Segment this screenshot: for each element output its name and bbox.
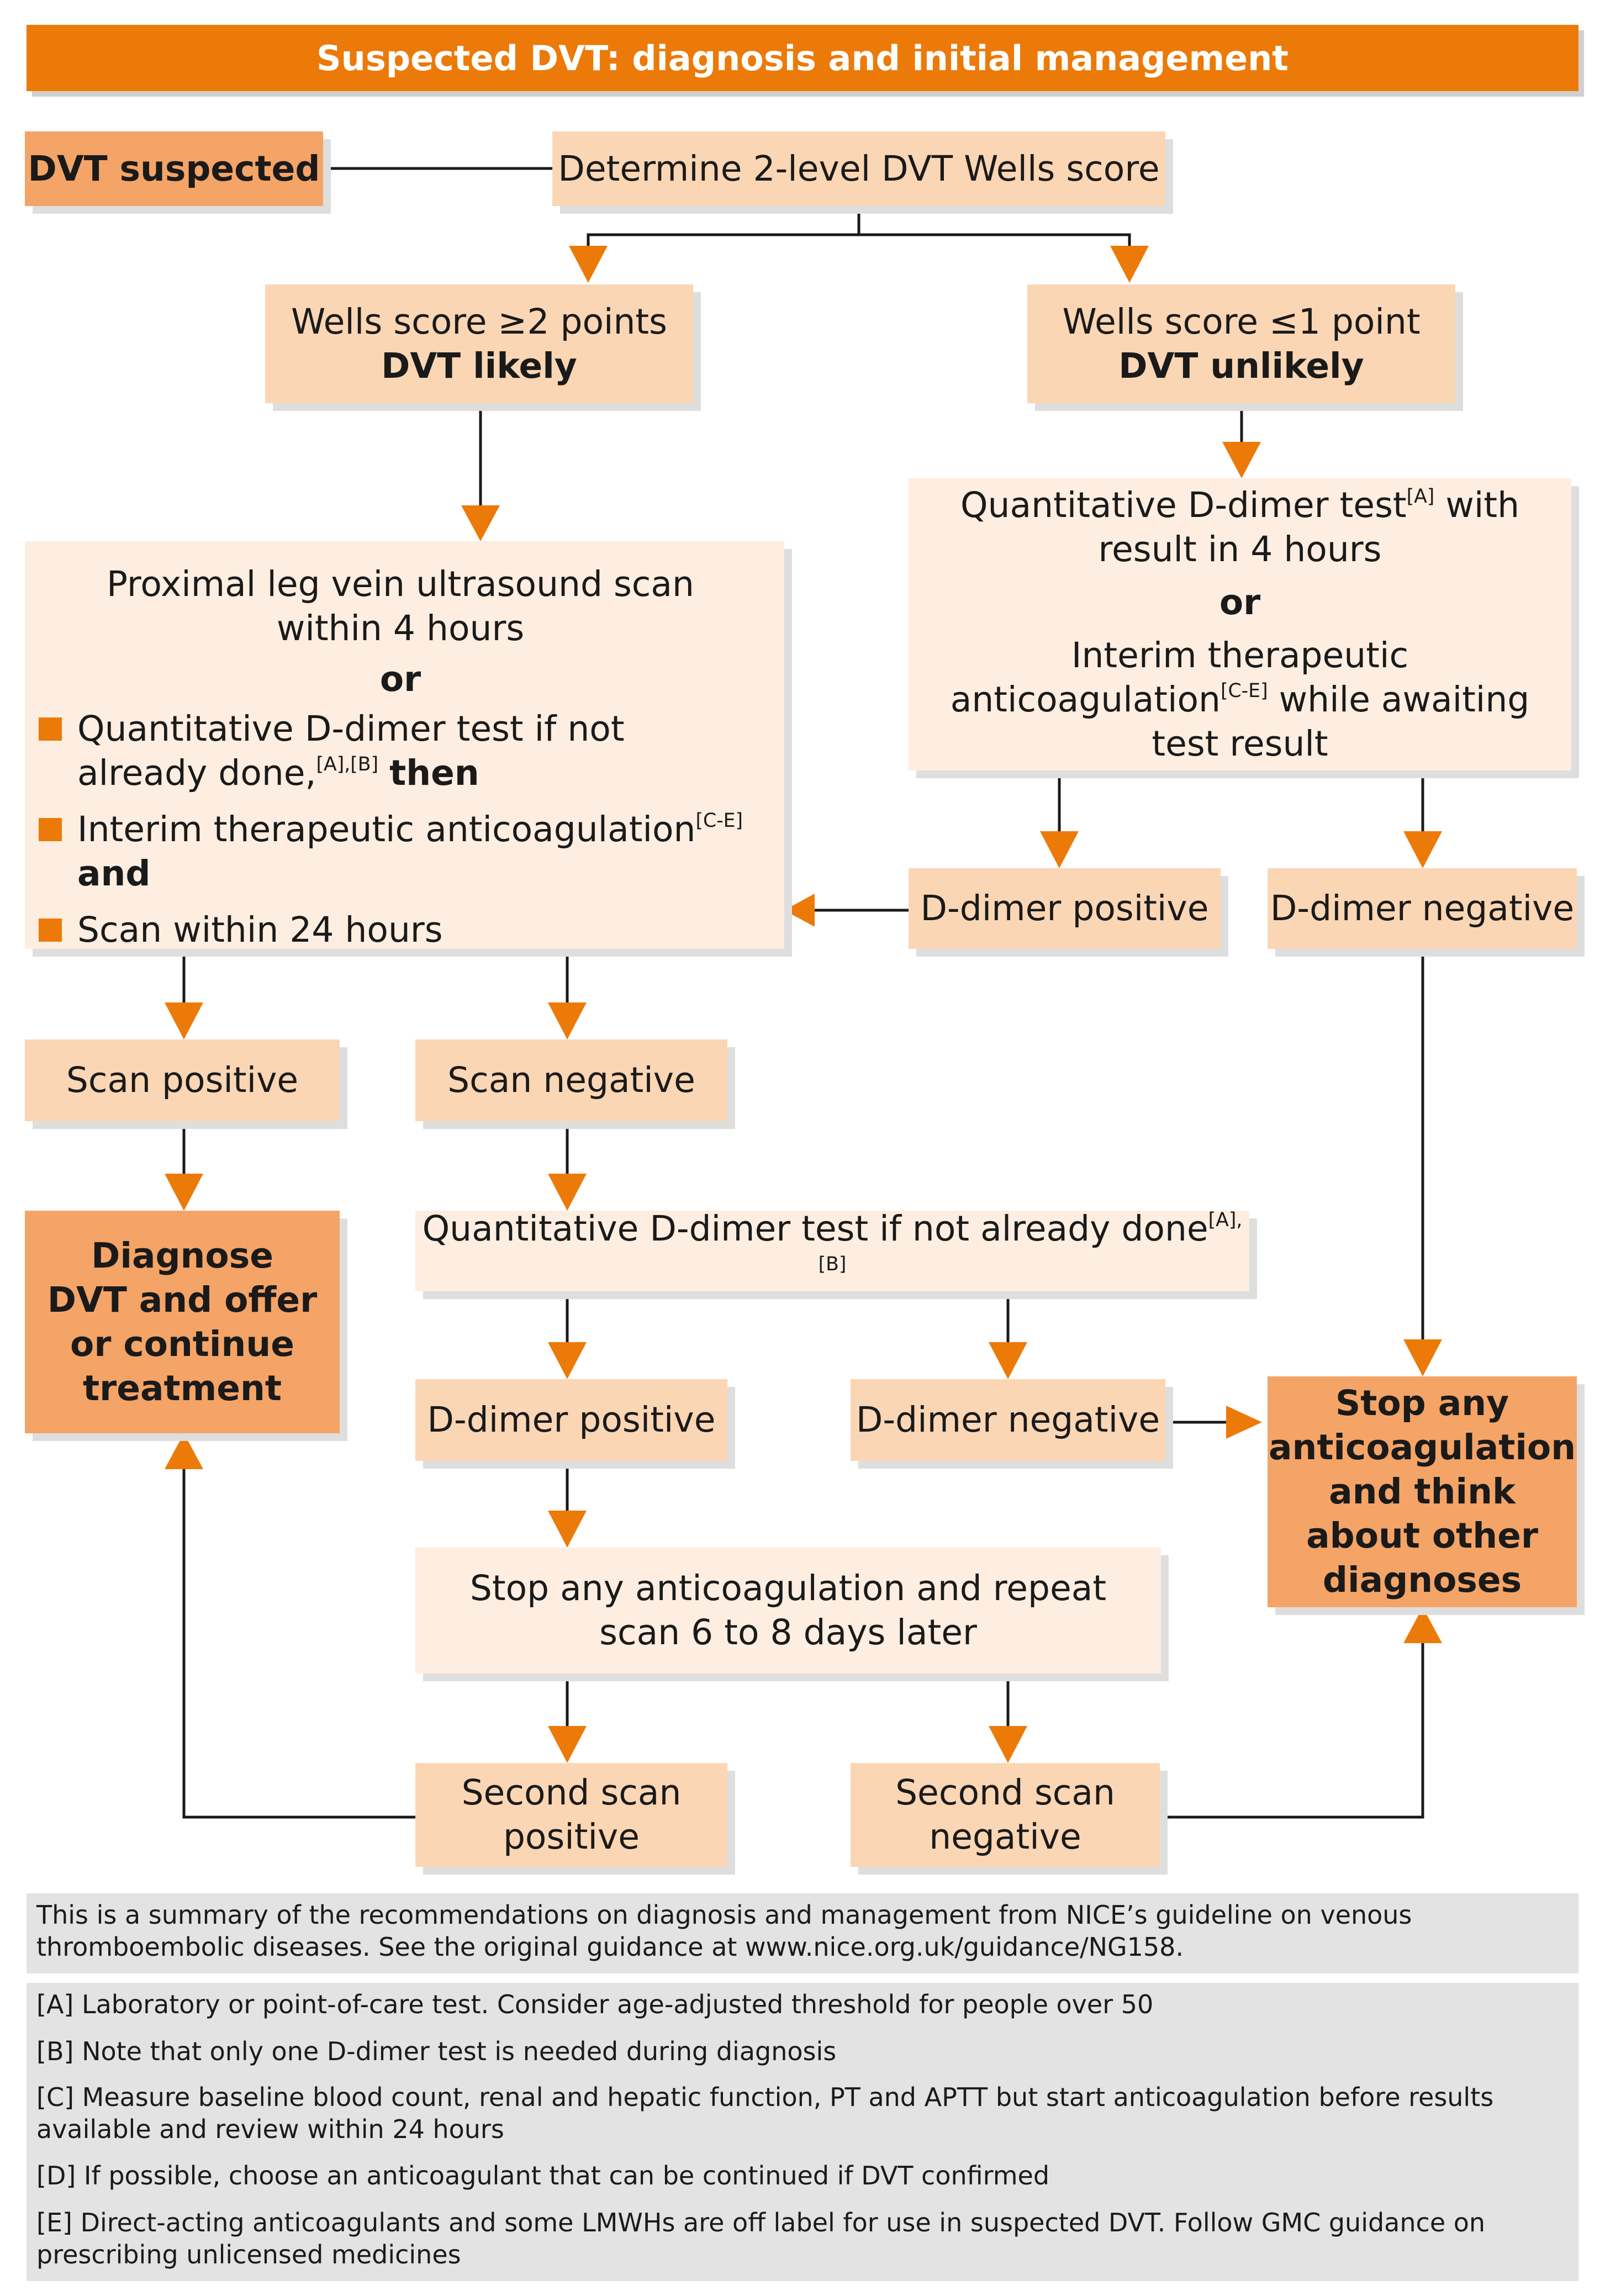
ddimer-test-right-box: Quantitative D-dimer test[A] with result… <box>909 478 1571 770</box>
wells-likely-box: Wells score ≥2 points DVT likely <box>265 284 693 403</box>
ddimer-middle-label: Quantitative D-dimer test if not already… <box>422 1208 1243 1276</box>
scan-positive-label: Scan positive <box>66 1060 299 1100</box>
proximal-bullet3-text: Scan within 24 hours <box>77 910 443 950</box>
dvt-suspected-box: DVT suspected <box>25 131 323 206</box>
proximal-bullet-scan24: Scan within 24 hours <box>39 908 762 952</box>
proximal-scan-line: Proximal leg vein ultrasound scan within… <box>107 564 694 648</box>
wells-unlikely-line2: DVT unlikely <box>1118 345 1364 386</box>
proximal-or: or <box>379 659 421 699</box>
page-title: Suspected DVT: diagnosis and initial man… <box>27 25 1578 91</box>
ddimer-positive-top-label: D-dimer positive <box>920 888 1209 928</box>
ddimer-right-line2: Interim therapeutic anticoagulation[C-E]… <box>950 635 1530 764</box>
ddimer-negative-top-box: D-dimer negative <box>1268 868 1577 949</box>
second-scan-negative-label: Second scan negative <box>895 1772 1115 1857</box>
wells-likely-line1: Wells score ≥2 points <box>291 301 667 342</box>
footer-note-b: [B] Note that only one D-dimer test is n… <box>36 2036 837 2066</box>
ddimer-positive-mid-label: D-dimer positive <box>427 1400 716 1440</box>
ddimer-negative-mid-box: D-dimer negative <box>851 1379 1165 1461</box>
second-scan-negative-box: Second scan negative <box>851 1763 1160 1867</box>
stop-repeat-scan-box: Stop any anticoagulation and repeat scan… <box>415 1548 1161 1674</box>
arrow-wells-to-unlikely <box>859 233 1131 279</box>
determine-wells-label: Determine 2-level DVT Wells score <box>558 148 1160 189</box>
footer-note-d: [D] If possible, choose an anticoagulant… <box>36 2161 1050 2191</box>
footer-notes-panel <box>27 1983 1578 2281</box>
ddimer-positive-mid-box: D-dimer positive <box>415 1379 727 1461</box>
second-scan-positive-label: Second scan positive <box>461 1772 682 1857</box>
proximal-bullet2-text: Interim therapeutic anticoagulation[C-E]… <box>77 809 743 894</box>
footer-note-e: [E] Direct-acting anticoagulants and som… <box>36 2208 1486 2269</box>
scan-positive-box: Scan positive <box>25 1039 340 1121</box>
footer-summary: This is a summary of the recommendations… <box>27 1893 1578 1973</box>
stop-repeat-scan-label: Stop any anticoagulation and repeat scan… <box>469 1568 1107 1653</box>
footer-note-c: [C] Measure baseline blood count, renal … <box>36 2082 1494 2144</box>
footer-note-a: [A] Laboratory or point-of-care test. Co… <box>36 1989 1154 2019</box>
ddimer-right-or: or <box>1219 582 1261 622</box>
scan-negative-label: Scan negative <box>447 1060 695 1100</box>
bullet-square-icon <box>39 818 62 841</box>
proximal-bullet-ddimer: Quantitative D-dimer test if not already… <box>39 707 762 795</box>
wells-unlikely-line1: Wells score ≤1 point <box>1062 301 1421 342</box>
ddimer-positive-top-box: D-dimer positive <box>909 868 1221 949</box>
proximal-bullet1-text: Quantitative D-dimer test if not already… <box>77 709 625 793</box>
wells-likely-line2: DVT likely <box>381 345 577 386</box>
dvt-suspected-label: DVT suspected <box>28 148 320 189</box>
diagnose-dvt-box: Diagnose DVT and offer or continue treat… <box>25 1211 340 1433</box>
ddimer-negative-top-label: D-dimer negative <box>1270 888 1575 928</box>
ddimer-test-middle-box: Quantitative D-dimer test if not already… <box>415 1208 1249 1291</box>
determine-wells-box: Determine 2-level DVT Wells score <box>552 131 1165 206</box>
proximal-scan-box: Proximal leg vein ultrasound scan within… <box>25 541 784 952</box>
second-scan-positive-box: Second scan positive <box>415 1763 727 1867</box>
stop-anticoagulation-box: Stop any anticoagulation and think about… <box>1268 1376 1577 1607</box>
arrow-secondpos-to-diagnose <box>182 1458 415 1819</box>
arrow-secondneg-to-stop <box>1160 1643 1424 1819</box>
stop-anticoagulation-label: Stop any anticoagulation and think about… <box>1268 1383 1576 1600</box>
ddimer-right-line1: Quantitative D-dimer test[A] with result… <box>960 484 1520 569</box>
wells-unlikely-box: Wells score ≤1 point DVT unlikely <box>1027 284 1455 403</box>
diagnose-dvt-label: Diagnose DVT and offer or continue treat… <box>47 1235 318 1408</box>
scan-negative-box: Scan negative <box>415 1039 727 1121</box>
bullet-square-icon <box>39 717 62 741</box>
arrow-wells-to-likely <box>587 210 860 279</box>
ddimer-negative-mid-label: D-dimer negative <box>856 1400 1160 1440</box>
bullet-square-icon <box>39 919 62 942</box>
proximal-bullet-anticoag: Interim therapeutic anticoagulation[C-E]… <box>39 807 762 896</box>
